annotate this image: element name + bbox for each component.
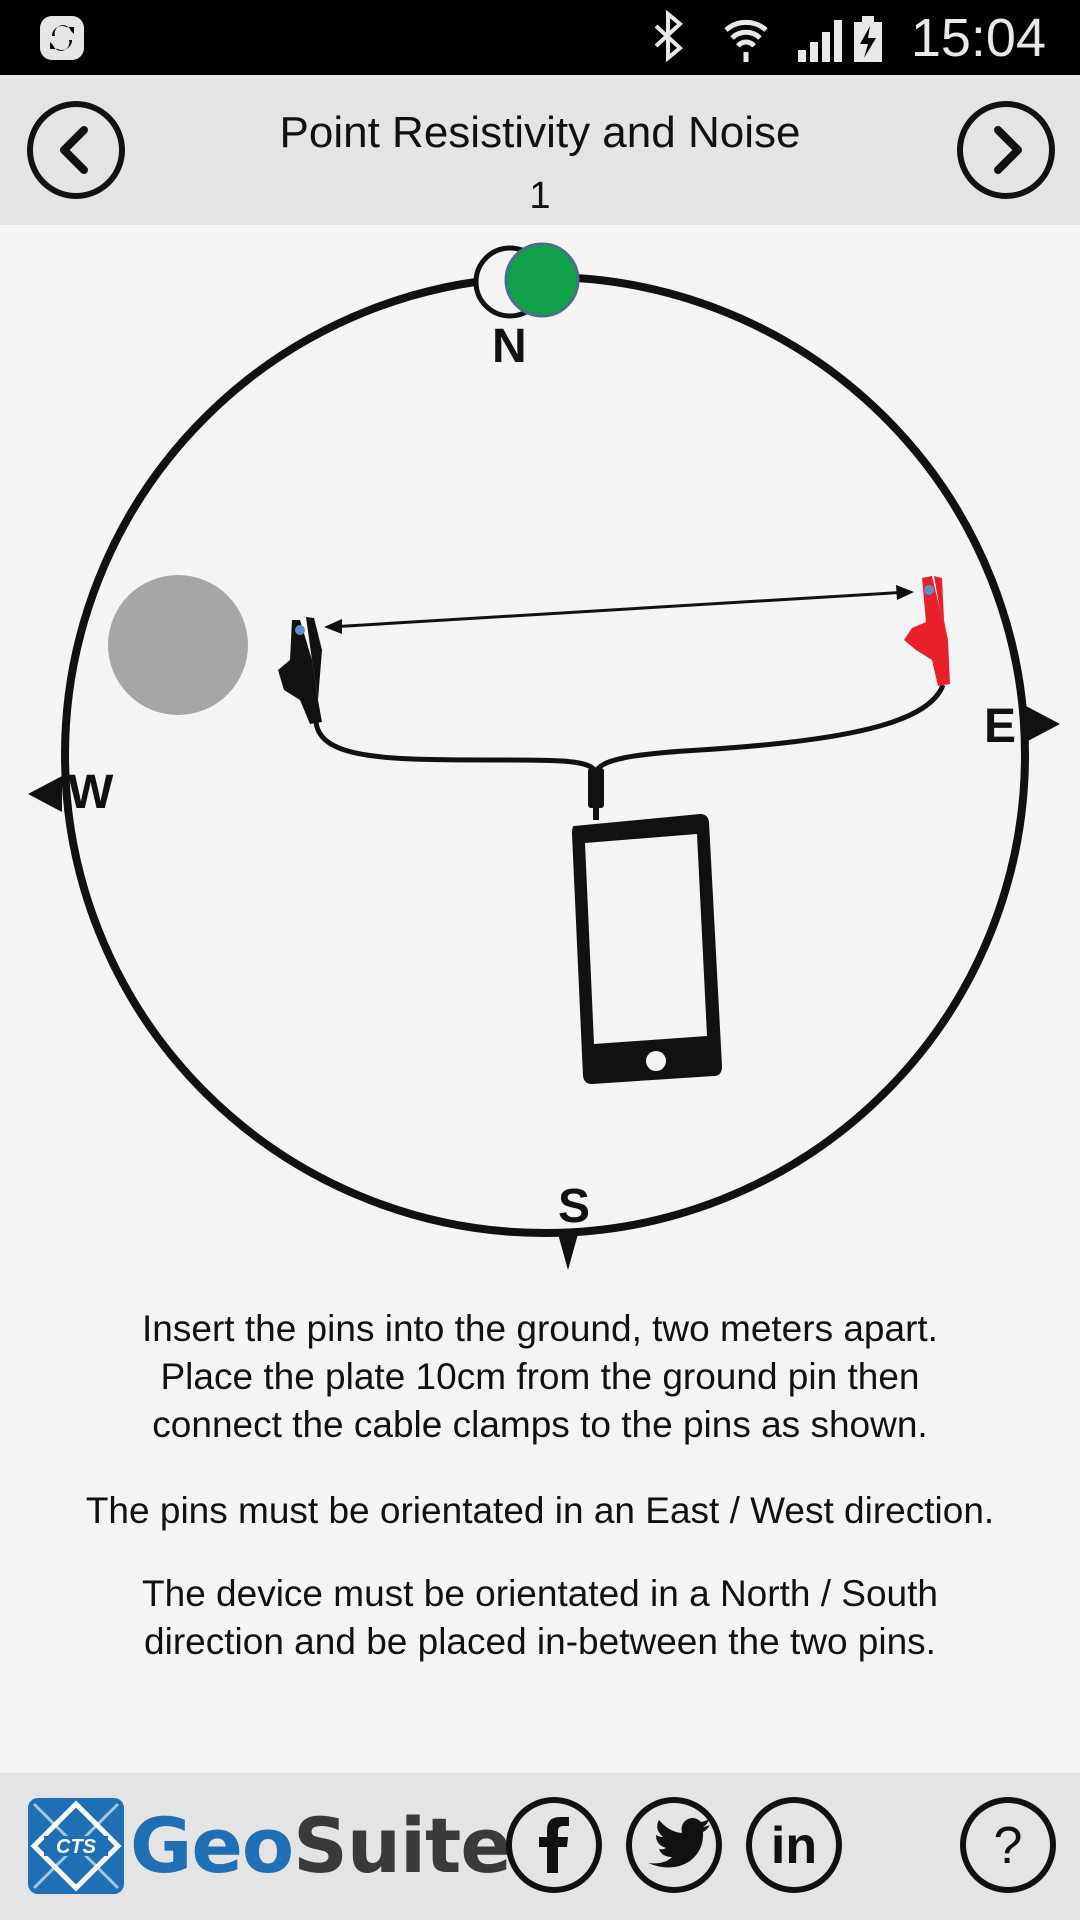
wifi-icon xyxy=(724,19,768,62)
instruction-paragraph-3: The device must be orientated in a North… xyxy=(142,1573,938,1662)
linkedin-text: in xyxy=(771,1817,817,1875)
compass-label-south: S xyxy=(558,1180,591,1233)
cts-logo[interactable]: CTS xyxy=(26,1796,126,1896)
footer-bar: CTS GeoSuite in ? xyxy=(0,1773,1080,1920)
distance-arrow xyxy=(324,585,914,634)
help-icon: ? xyxy=(960,1797,1056,1893)
page-number: 1 xyxy=(529,175,551,217)
instruction-paragraph-2: The pins must be orientated in an East /… xyxy=(85,1490,995,1531)
brand-name: GeoSuite xyxy=(130,1801,512,1890)
setup-diagram: N E S W xyxy=(0,225,1080,1295)
linkedin-icon: in xyxy=(746,1797,842,1893)
chevron-right-icon xyxy=(957,101,1055,199)
status-icons xyxy=(654,10,882,63)
cable-connector xyxy=(588,768,604,820)
signal-icon xyxy=(798,20,842,62)
east-arrow xyxy=(1026,706,1060,742)
clock: 15:04 xyxy=(910,8,1046,68)
ground-clamp-black xyxy=(278,617,322,724)
west-arrow xyxy=(28,776,62,812)
battery-charging-icon xyxy=(854,16,882,62)
linkedin-button[interactable]: in xyxy=(744,1795,844,1895)
help-button[interactable]: ? xyxy=(958,1795,1058,1895)
phone-device xyxy=(572,814,722,1084)
compass-label-west: W xyxy=(68,766,114,819)
north-green-dot xyxy=(504,242,580,318)
instructions: Insert the pins into the ground, two met… xyxy=(0,1305,1080,1666)
brand-suite: Suite xyxy=(293,1801,512,1890)
page-title: Point Resistivity and Noise xyxy=(279,108,801,157)
chevron-left-icon xyxy=(27,101,125,199)
cables xyxy=(313,684,946,774)
next-button[interactable] xyxy=(956,100,1056,200)
north-marker xyxy=(473,242,580,319)
compass-ring xyxy=(61,273,1029,1237)
logo-text: CTS xyxy=(56,1836,97,1858)
facebook-button[interactable] xyxy=(504,1795,604,1895)
help-text: ? xyxy=(994,1817,1023,1875)
facebook-icon xyxy=(506,1797,602,1893)
brand-geo: Geo xyxy=(130,1801,294,1890)
instruction-paragraph-1: Insert the pins into the ground, two met… xyxy=(142,1308,938,1445)
compass-label-east: E xyxy=(984,700,1017,753)
app-notification-icon xyxy=(40,16,84,60)
twitter-icon xyxy=(626,1797,722,1893)
red-clamp xyxy=(904,576,950,686)
compass-label-north: N xyxy=(492,320,527,373)
bluetooth-icon xyxy=(654,10,684,63)
plate-disc xyxy=(108,575,248,715)
compass-diagram xyxy=(28,242,1060,1270)
status-bar: 15:04 xyxy=(0,0,1080,75)
previous-button[interactable] xyxy=(26,100,126,200)
header-bar: Point Resistivity and Noise 1 xyxy=(0,75,1080,225)
south-arrow xyxy=(558,1234,578,1270)
twitter-button[interactable] xyxy=(624,1795,724,1895)
